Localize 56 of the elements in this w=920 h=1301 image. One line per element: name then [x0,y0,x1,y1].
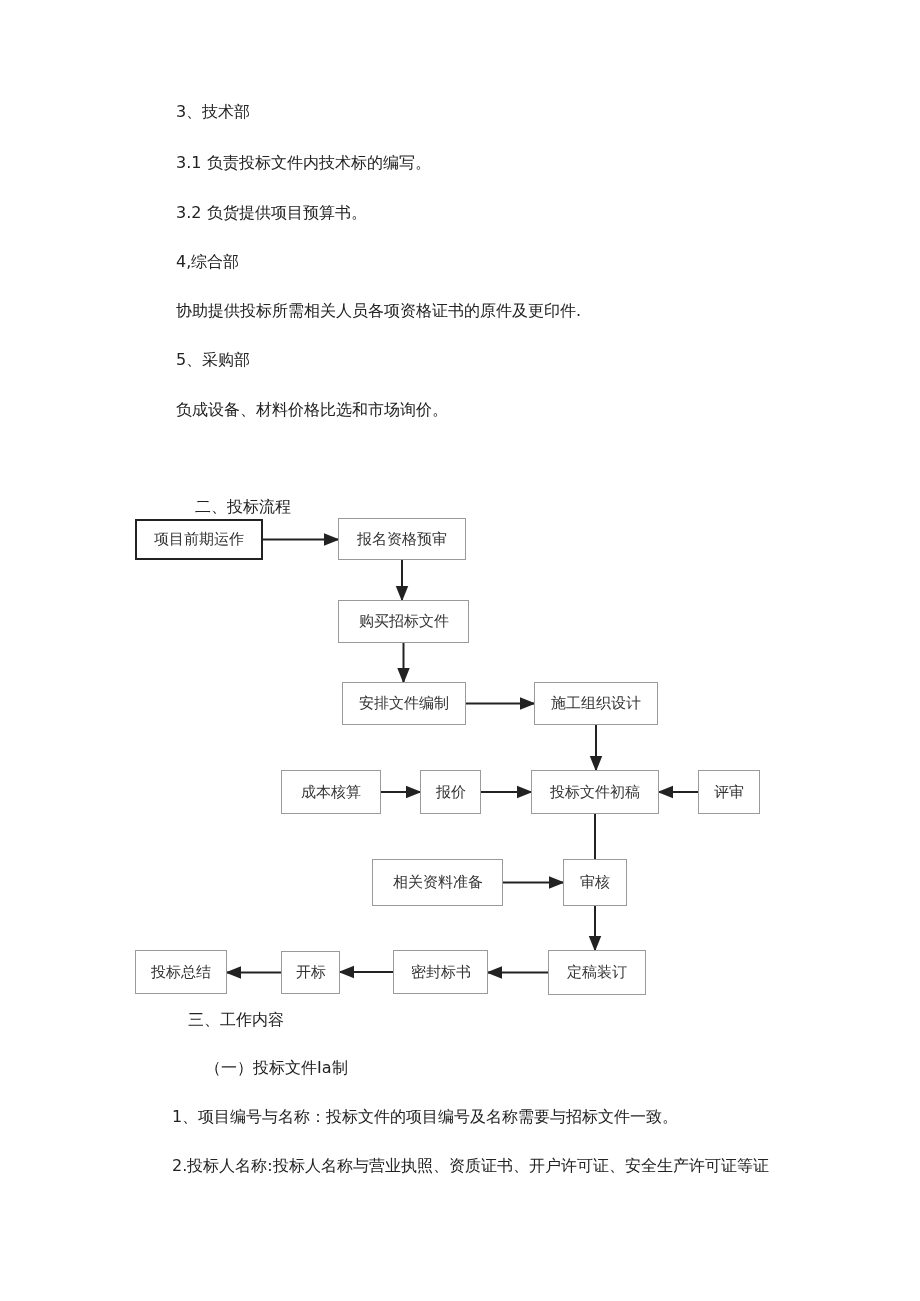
box-label: 成本核算 [301,782,361,802]
section-heading: 二、投标流程 [195,497,291,517]
arrow [588,905,602,952]
box-label: 审核 [580,873,610,892]
box-label: 开标 [295,963,326,982]
connector-line [594,813,596,860]
arrow [380,785,422,799]
paragraph-text: 1、项目编号与名称：投标文件的项目编号及名称需要与招标文件一致。 [172,1107,679,1127]
arrow [225,966,282,979]
paragraph-text: 5、采购部 [176,350,251,370]
process-box [698,770,760,814]
box-label: 相关资料准备 [392,873,483,892]
arrow [657,785,699,799]
paragraph-text: 3、技术部 [176,102,251,122]
box-label: 投标文件初稿 [550,782,640,802]
process-box [372,859,503,906]
process-box [534,682,658,725]
process-box [338,518,466,560]
paragraph-text: 协助提供投标所需相关人员各项资格证书的原件及更印件. [176,301,582,321]
process-box [563,859,627,906]
arrow [480,785,533,799]
process-box [281,770,381,814]
box-label: 定稿装订 [567,963,627,982]
paragraph-text: 4,综合部 [176,252,240,272]
arrow [338,965,394,979]
arrow [589,724,603,772]
box-label: 密封标书 [410,962,471,982]
process-box [342,682,466,725]
paragraph-text: 3.1 负责投标文件内技术标的编写。 [176,153,431,173]
process-box [420,770,481,814]
process-box [281,951,340,994]
box-label: 投标总结 [151,962,211,982]
paragraph-text: 2.投标人名称:投标人名称与营业执照、资质证书、开户许可证、安全生产许可证等证 [172,1156,769,1176]
process-box [135,950,227,994]
process-box [135,519,263,560]
box-label: 安排文件编制 [359,694,449,713]
box-label: 报名资格预审 [357,529,447,549]
arrow [262,533,340,546]
box-label: 购买招标文件 [358,612,449,631]
paragraph-text: 三、工作内容 [188,1010,284,1030]
paragraph-text: （一）投标文件Ia制 [205,1058,348,1078]
process-box [531,770,659,814]
paragraph-text: 负成设备、材料价格比选和市场询价。 [176,400,448,420]
paragraph-text: 3.2 负货提供项目预算书。 [176,203,367,223]
arrow [486,966,549,979]
process-box [548,950,646,995]
process-box [338,600,469,643]
process-box [393,950,488,994]
box-label: 施工组织设计 [551,694,641,713]
box-label: 报价 [435,782,466,802]
arrow [397,642,410,684]
arrow [395,559,409,602]
box-label: 评审 [714,782,744,802]
box-label: 项目前期运作 [154,530,244,549]
arrow [465,697,536,710]
arrow [502,876,565,889]
